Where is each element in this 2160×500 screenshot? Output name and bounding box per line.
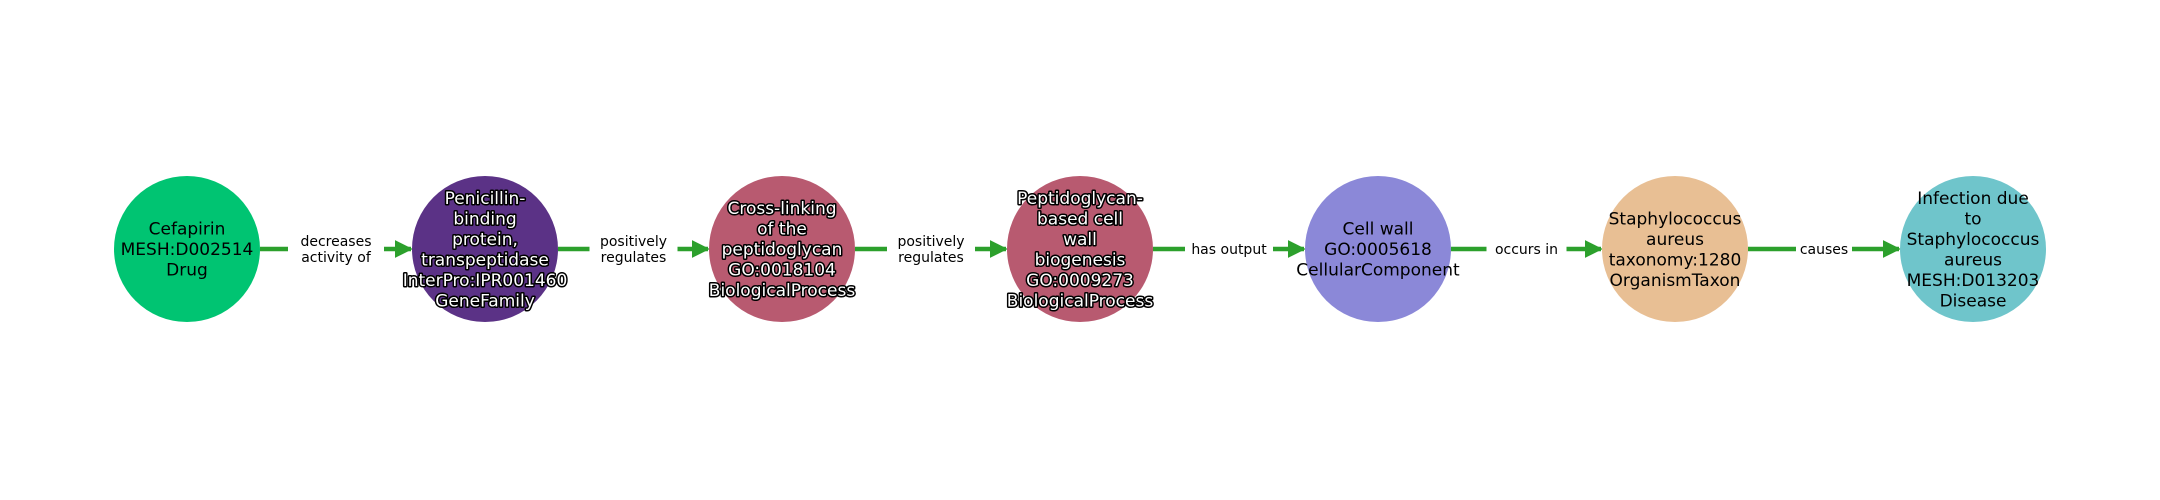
node-label: GeneFamily <box>435 291 535 311</box>
node-circle[interactable] <box>412 176 558 322</box>
node-label: of the <box>757 220 807 240</box>
node-label: MESH:D002514 <box>121 240 254 260</box>
node-label: peptidoglycan <box>722 240 843 260</box>
node-label: GO:0018104 <box>728 261 836 281</box>
node-circle[interactable] <box>1900 176 2046 322</box>
node-label: OrganismTaxon <box>1610 271 1741 291</box>
edge-label: positively <box>897 234 964 250</box>
edge-label-background <box>1796 239 1852 259</box>
node[interactable]: Peptidoglycan-based cellwallbiogenesisGO… <box>1005 176 1155 322</box>
node-label: Staphylococcus <box>1609 209 1742 229</box>
node-label: aureus <box>1646 230 1704 250</box>
edge-label-background <box>589 231 678 267</box>
node-circle[interactable] <box>709 176 855 322</box>
edge: occurs in <box>1451 239 1603 259</box>
node-label: Infection due <box>1917 189 2029 209</box>
node-label: aureus <box>1944 250 2002 270</box>
node-label: GO:0005618 <box>1324 240 1432 260</box>
node-label: Cefapirin <box>149 220 226 240</box>
node-label: Penicillin- <box>445 189 526 209</box>
node-circle[interactable] <box>1305 176 1451 322</box>
edge-label: has output <box>1191 242 1267 258</box>
node-label: Peptidoglycan- <box>1017 189 1143 209</box>
edge-label: decreases <box>300 234 371 250</box>
edge-label-background <box>1486 239 1567 259</box>
edge-label: activity of <box>301 250 372 266</box>
edge-label-background <box>288 231 384 267</box>
edge-label: regulates <box>898 250 964 266</box>
edge-label-background <box>887 231 975 267</box>
node-label: BiologicalProcess <box>709 281 856 301</box>
node-label: transpeptidase <box>421 250 549 270</box>
node-label: taxonomy:1280 <box>1609 250 1742 270</box>
edge: causes <box>1748 239 1901 259</box>
node-label: based cell <box>1037 209 1123 229</box>
node[interactable]: Staphylococcusaureustaxonomy:1280Organis… <box>1602 176 1748 322</box>
node-label: Staphylococcus <box>1907 230 2040 250</box>
node-label: wall <box>1063 230 1097 250</box>
edge-label: positively <box>600 234 667 250</box>
edge-label: regulates <box>601 250 667 266</box>
edge-label-background <box>1185 239 1273 259</box>
node[interactable]: Penicillin-bindingprotein,transpeptidase… <box>401 176 569 322</box>
edge: has output <box>1153 239 1306 259</box>
node-label: to <box>1964 209 1981 229</box>
node-label: Cross-linking <box>727 199 836 219</box>
edge-label: causes <box>1800 242 1848 258</box>
node-circle[interactable] <box>1007 176 1153 322</box>
node-label: InterPro:IPR001460 <box>403 271 568 291</box>
node-label: Drug <box>166 261 208 281</box>
edge-label: occurs in <box>1495 242 1558 258</box>
node-label: protein, <box>452 230 518 250</box>
node-label: MESH:D013203 <box>1907 271 2040 291</box>
node-circle[interactable] <box>114 176 260 322</box>
node-label: CellularComponent <box>1296 261 1460 281</box>
node-label: Disease <box>1940 291 2007 311</box>
node-label: binding <box>453 209 516 229</box>
node-label: Cell wall <box>1343 220 1414 240</box>
node[interactable]: Infection duetoStaphylococcusaureusMESH:… <box>1900 176 2046 322</box>
node-label: biogenesis <box>1035 250 1126 270</box>
node-label: GO:0009273 <box>1026 271 1134 291</box>
node-label: BiologicalProcess <box>1007 291 1154 311</box>
node-circle[interactable] <box>1602 176 1748 322</box>
